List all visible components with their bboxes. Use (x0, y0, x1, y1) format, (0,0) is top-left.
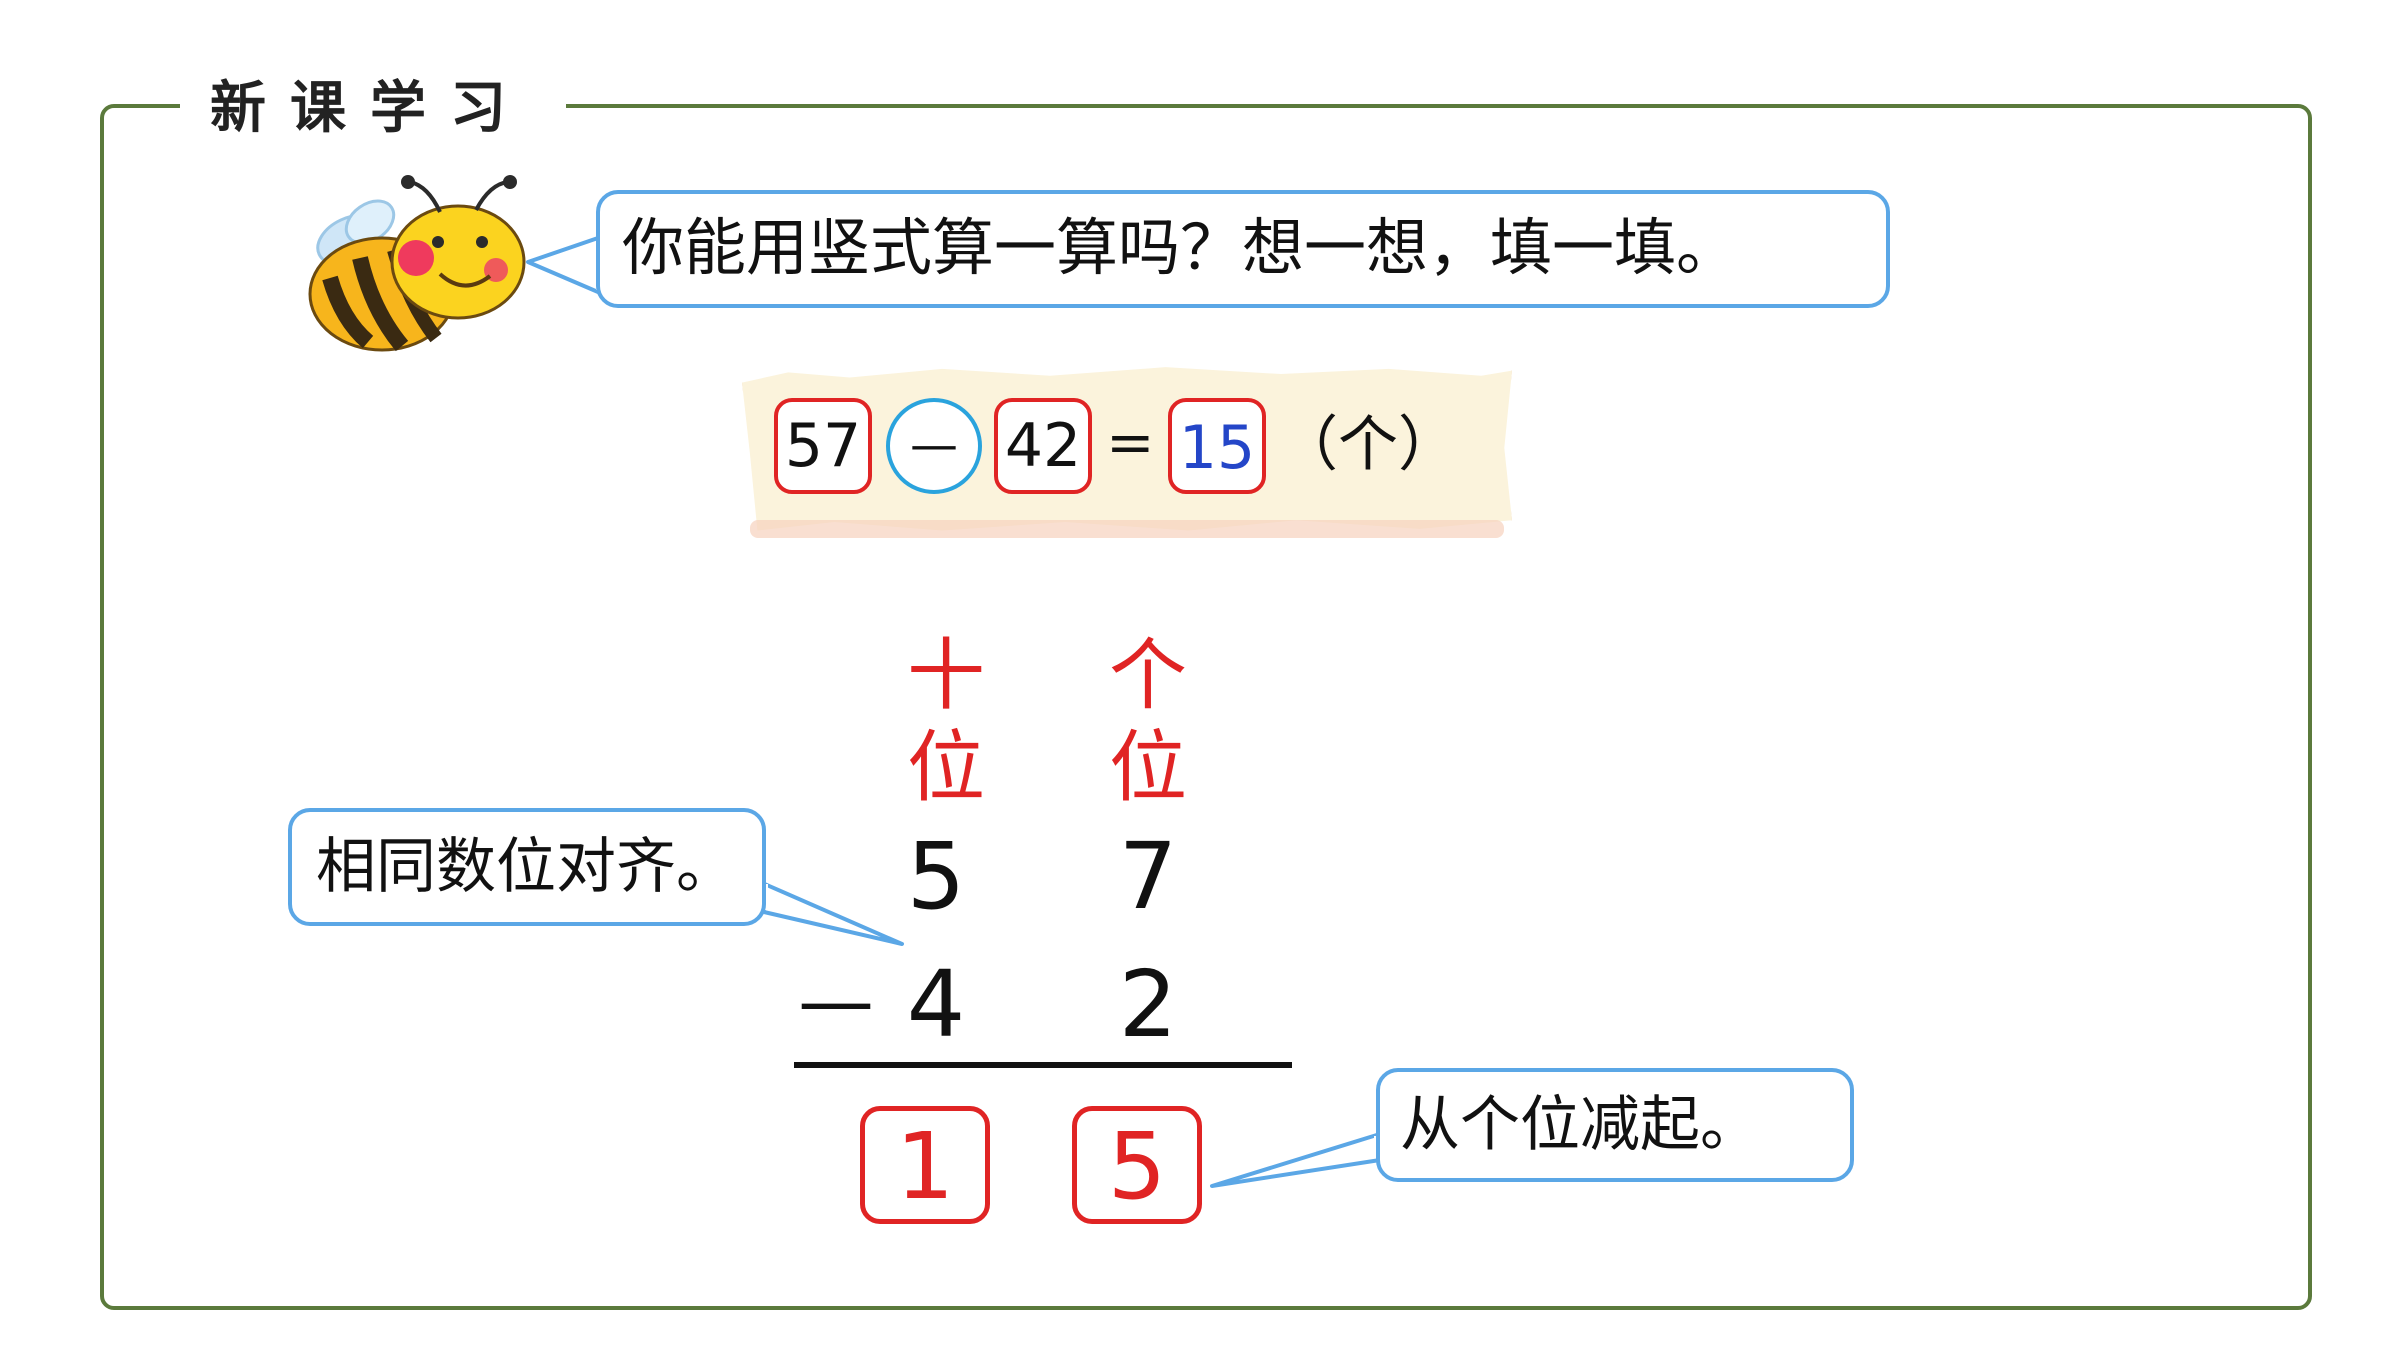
section-title: 新课学习 (180, 58, 566, 158)
tens-label-bottom: 位 (906, 723, 985, 813)
minuend-tens: 5 (906, 823, 966, 930)
lesson-frame (100, 104, 2312, 1310)
answer-ones-box: 5 (1072, 1106, 1202, 1224)
equation-card-shadow (750, 520, 1504, 538)
minus-sign: — (798, 956, 874, 1045)
ones-label-top: 个 (1108, 631, 1187, 721)
sum-rule (794, 1062, 1292, 1068)
minuend-box: 57 (774, 398, 872, 494)
align-hint-bubble: 相同数位对齐。 (288, 808, 766, 926)
ones-first-hint-bubble: 从个位减起。 (1376, 1068, 1854, 1182)
question-bubble: 你能用竖式算一算吗？想一想，填一填。 (596, 190, 1890, 308)
equals-sign: = (1106, 408, 1155, 476)
bee-icon (308, 175, 526, 352)
subtrahend-box: 42 (994, 398, 1092, 494)
ones-label-bottom: 位 (1108, 723, 1187, 813)
operator-circle: — (886, 398, 982, 494)
subtrahend-tens: 4 (906, 951, 966, 1058)
minuend-ones: 7 (1118, 823, 1178, 930)
tens-label-top: 十 (906, 631, 985, 721)
unit-label: （个） (1278, 410, 1458, 480)
result-box: 15 (1168, 398, 1266, 494)
subtrahend-ones: 2 (1118, 951, 1178, 1058)
answer-tens-box: 1 (860, 1106, 990, 1224)
